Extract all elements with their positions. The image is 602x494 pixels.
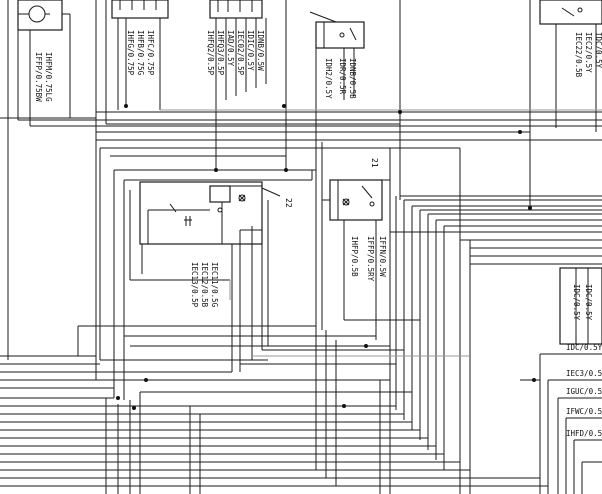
wire-label: IGUC/0.5Y	[566, 387, 602, 396]
wire-label: IHFD/0.5Y	[566, 429, 602, 438]
upper-wire-drops	[7, 0, 597, 360]
relay-22-label: 22	[284, 198, 293, 208]
wire-label: IEC13/0.5P	[190, 262, 199, 308]
wire-label: IHFC/0.75P	[146, 30, 155, 76]
wire-label: IEC11/0.5G	[210, 262, 219, 308]
upper-junction-dots	[124, 104, 522, 172]
bottom-right-stubs	[539, 353, 602, 494]
wire-label: IFFP/0.75BW	[34, 52, 43, 102]
wire-label: IEC22/0.5B	[574, 32, 583, 78]
wire-label: IFFN/0.5W	[378, 236, 387, 277]
wire-label: IEC3/0.5Y	[566, 369, 602, 378]
right-connector-block	[559, 267, 602, 345]
wire-label: IHFP/0.5B	[350, 236, 359, 277]
wire-label: IFWC/0.5Y	[566, 407, 602, 416]
upper-horizontal-buses	[0, 109, 602, 171]
wire-label: IEC2/0.5Y	[584, 32, 593, 73]
wire-label: IDIC/0.5Y	[246, 30, 255, 71]
relay-component-top	[309, 11, 365, 49]
wire-label: IDC/0.5Y	[572, 284, 581, 321]
lower-junction-dots	[116, 344, 536, 410]
relay-21-label: 21	[370, 158, 379, 168]
wire-label: IDH2/0.5Y	[324, 58, 333, 99]
wire-label: IEC12/0.5B	[200, 262, 209, 308]
relay-21-block	[329, 179, 390, 221]
connector-box	[111, 0, 169, 19]
wire-label: IDC/0.5Y	[594, 32, 602, 69]
switch-component-top-right	[539, 0, 602, 25]
relay-22-block	[139, 181, 281, 245]
wire-label: IDR/0.5R	[338, 58, 347, 95]
wire-label: IDNB/0.5B	[348, 58, 357, 99]
right-horizontal-buses	[390, 195, 602, 265]
middle-wire-runs	[95, 116, 471, 494]
wire-label: IHFB/0.75G	[136, 30, 145, 76]
wire-label: IAD/0.5Y	[226, 30, 235, 67]
wire-label: IDC/0.5Y	[584, 284, 593, 321]
wire-label: IEC02/0.5P	[236, 30, 245, 76]
wire-label: IHFM/0.75LG	[44, 52, 53, 102]
wire-label: IHFQ2/0.5P	[206, 30, 215, 76]
connector-box	[209, 0, 263, 19]
wire-label: IDC/0.5Y	[566, 343, 602, 352]
wire-label: IHFQ3/0.5P	[216, 30, 225, 76]
wire-label: IFFP/0.5RY	[366, 236, 375, 282]
wire-label: IDNB/0.5W	[256, 30, 265, 71]
wire-label: IHFG/0.75P	[126, 30, 135, 76]
motor-component	[17, 0, 63, 31]
lower-left-bundle	[0, 355, 548, 487]
mid-horizontal-links	[77, 280, 540, 494]
right-junction-dots	[528, 206, 532, 210]
